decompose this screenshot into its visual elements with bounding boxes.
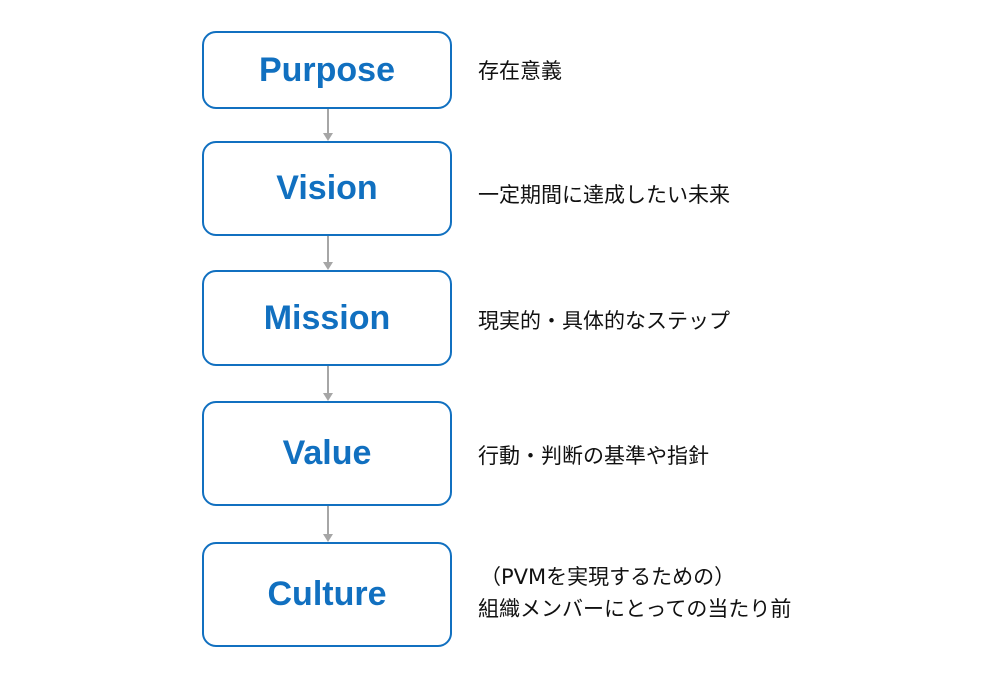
step-mission-description: 現実的・具体的なステップ <box>478 309 730 333</box>
connector-line-2 <box>327 236 329 262</box>
step-culture-description-line1: （PVMを実現するための） <box>480 565 736 589</box>
step-culture-label: Culture <box>267 575 387 613</box>
connector-arrowhead-1 <box>323 133 333 141</box>
connector-line-4 <box>327 506 329 534</box>
step-vision-box: Vision <box>202 141 452 236</box>
step-vision-label: Vision <box>276 169 378 207</box>
step-value-description: 行動・判断の基準や指針 <box>478 444 709 468</box>
step-mission-box: Mission <box>202 270 452 366</box>
step-purpose-label: Purpose <box>258 50 396 89</box>
step-purpose-box: Purpose <box>202 31 452 109</box>
step-vision-description: 一定期間に達成したい未来 <box>478 183 730 207</box>
connector-arrowhead-4 <box>323 534 333 542</box>
step-culture-box: Culture <box>202 542 452 647</box>
step-value-label: Value <box>282 434 372 472</box>
step-value-box: Value <box>202 401 452 506</box>
step-culture-description-line2: 組織メンバーにとっての当たり前 <box>478 597 792 621</box>
step-purpose-description: 存在意義 <box>478 59 562 83</box>
connector-arrowhead-3 <box>323 393 333 401</box>
connector-line-1 <box>327 109 329 133</box>
step-mission-label: Mission <box>263 298 391 337</box>
connector-arrowhead-2 <box>323 262 333 270</box>
connector-line-3 <box>327 366 329 393</box>
